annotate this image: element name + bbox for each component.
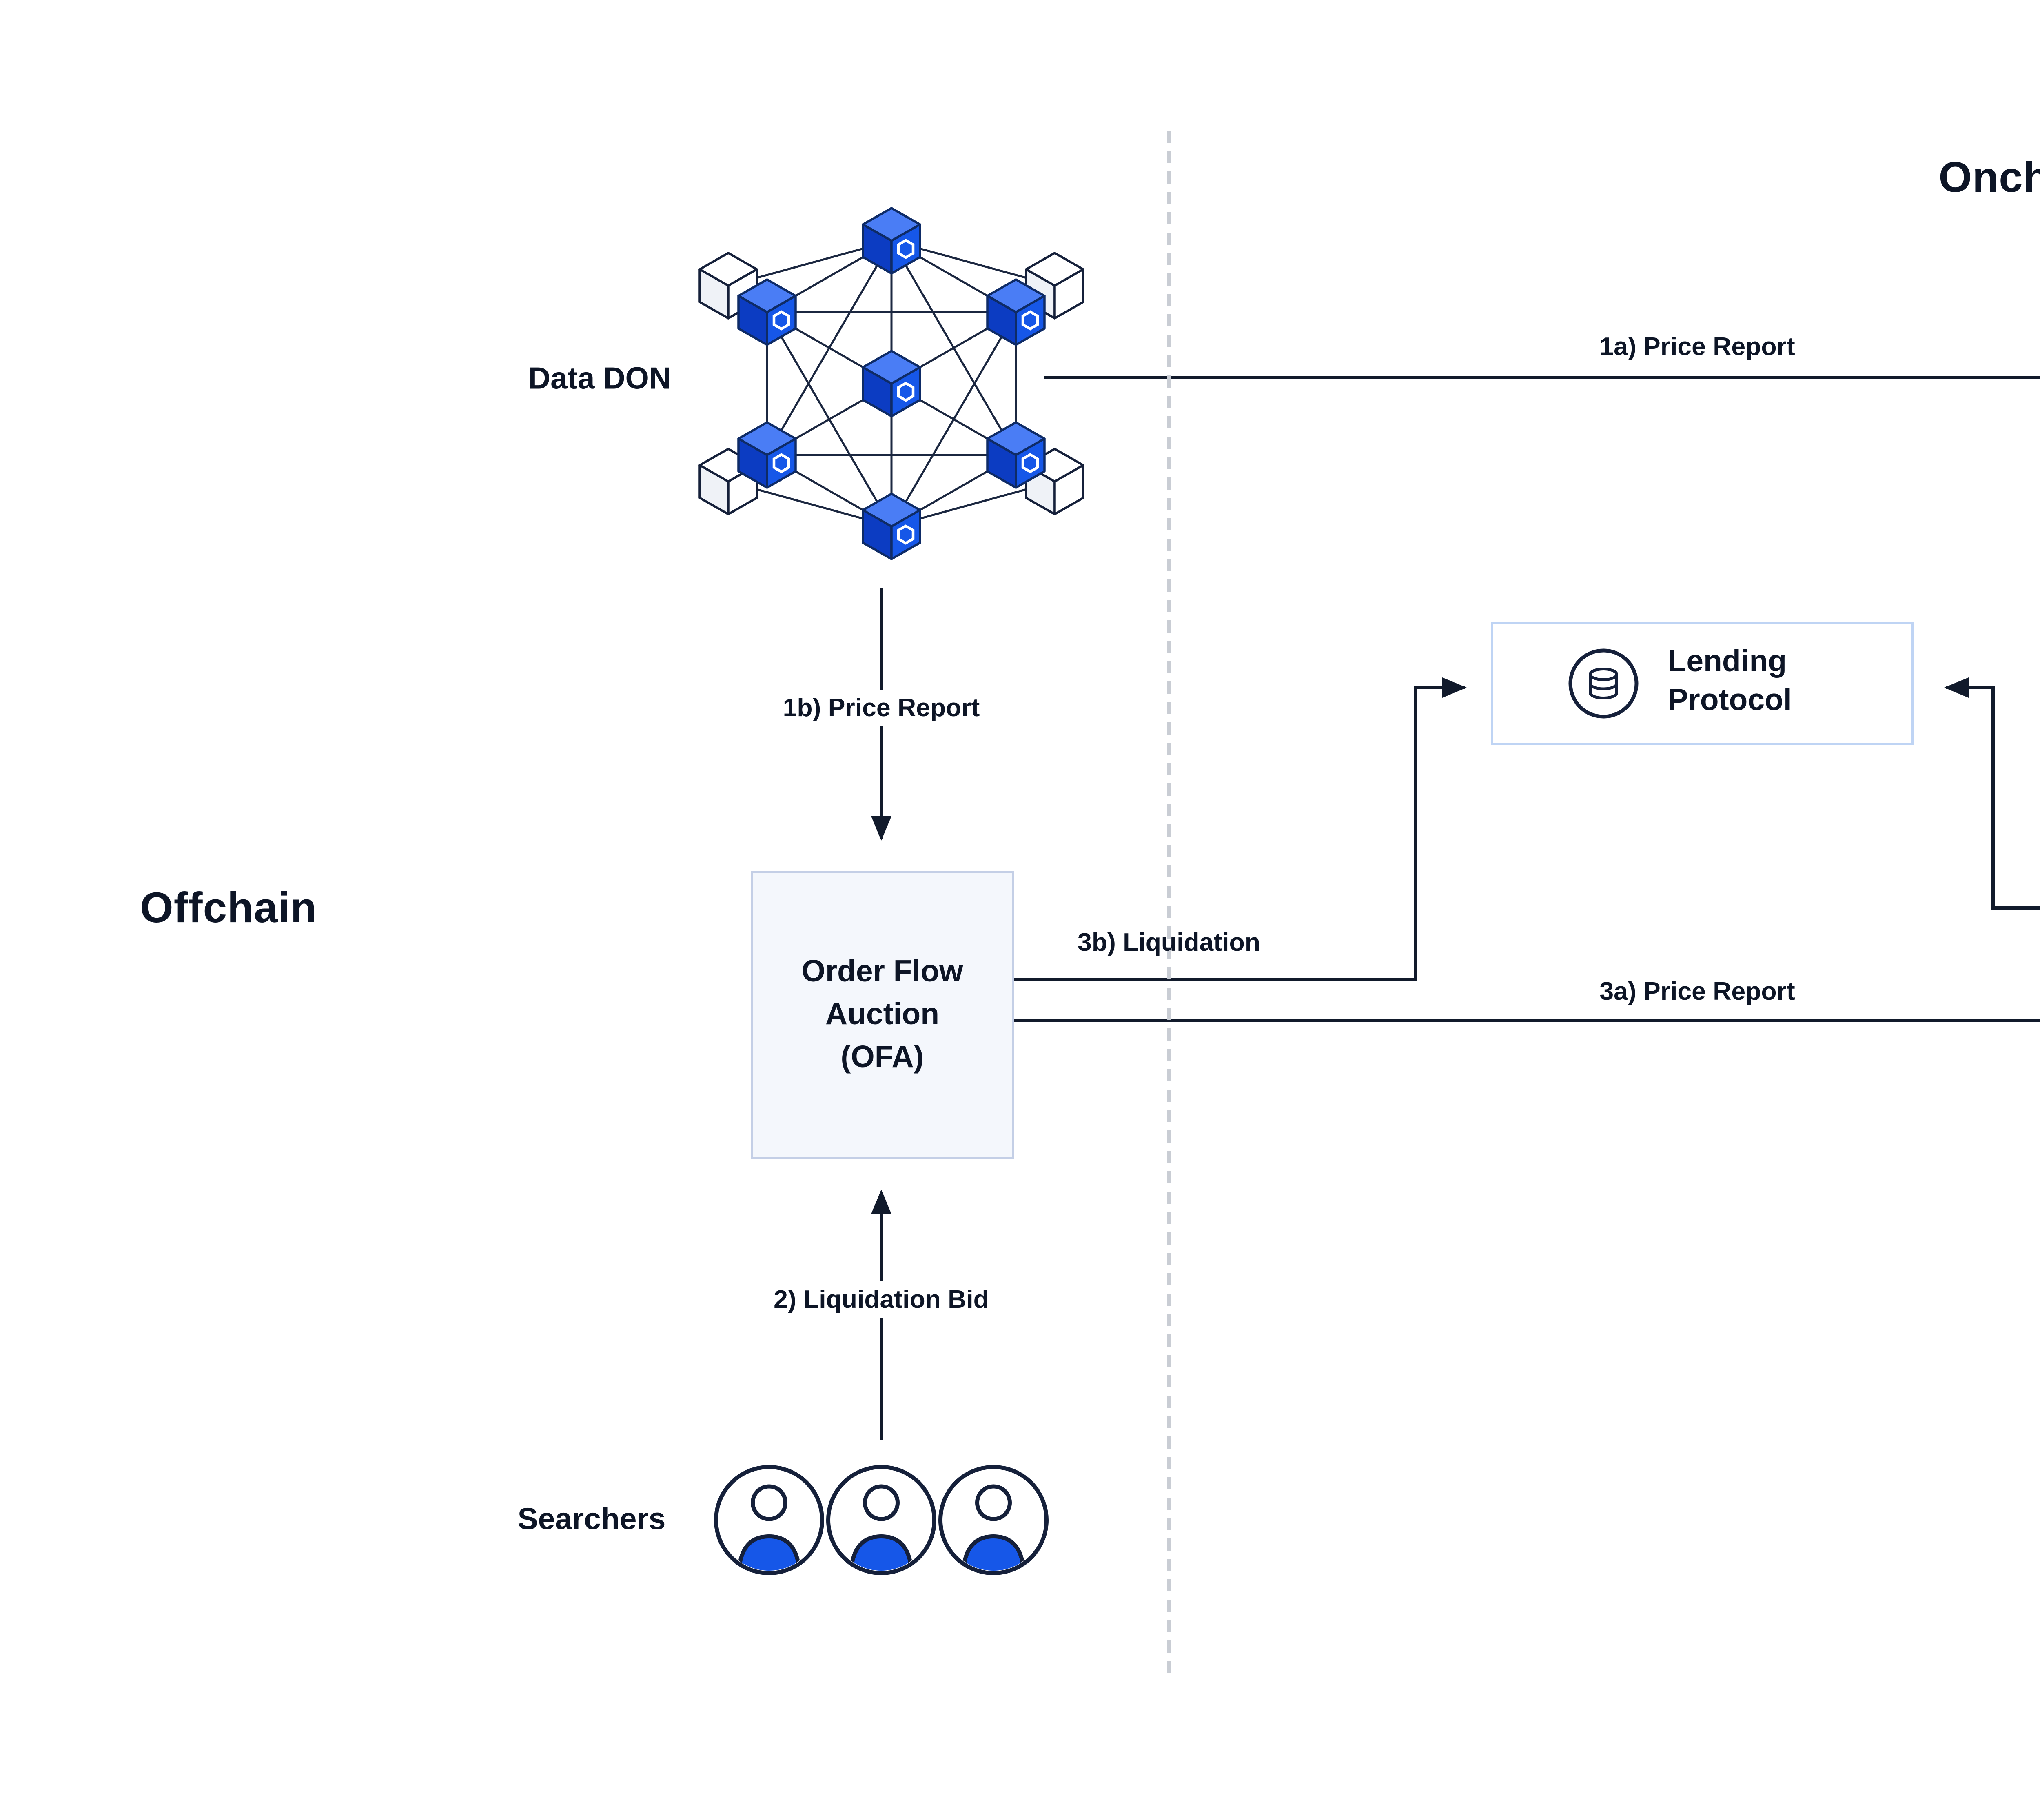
arrow-label-1a: 1a) Price Report [1599, 333, 1795, 361]
searchers-label: Searchers [517, 1503, 666, 1538]
data-don-label: Data DON [528, 362, 672, 397]
person-icon [714, 1465, 824, 1575]
person-icon [938, 1465, 1049, 1575]
arrow-label-2: 2) Liquidation Bid [763, 1281, 999, 1318]
person-icon [826, 1465, 936, 1575]
arrow-label-3a: 3a) Price Report [1599, 977, 1795, 1006]
offchain-onchain-divider [1167, 131, 1171, 1673]
order-flow-auction-node: Order Flow Auction (OFA) [751, 871, 1014, 1159]
lending-protocol-label: Lending Protocol [1667, 645, 1792, 718]
chainlink-cube-network-icon [694, 180, 1093, 596]
offchain-section-title: Offchain [140, 886, 317, 932]
searchers-avatars [714, 1465, 1049, 1575]
onchain-section-title: Onchain [1938, 155, 2040, 202]
arrow-3b-liquidation [1014, 677, 1467, 981]
arrow-4-token-price [1944, 677, 2040, 910]
coin-stack-icon [1567, 648, 1638, 719]
lending-protocol-node: Lending Protocol [1491, 622, 1914, 745]
arrow-label-3b: 3b) Liquidation [1078, 928, 1260, 957]
ofa-label: Order Flow Auction (OFA) [801, 955, 963, 1075]
arrow-label-1b: 1b) Price Report [772, 690, 990, 726]
